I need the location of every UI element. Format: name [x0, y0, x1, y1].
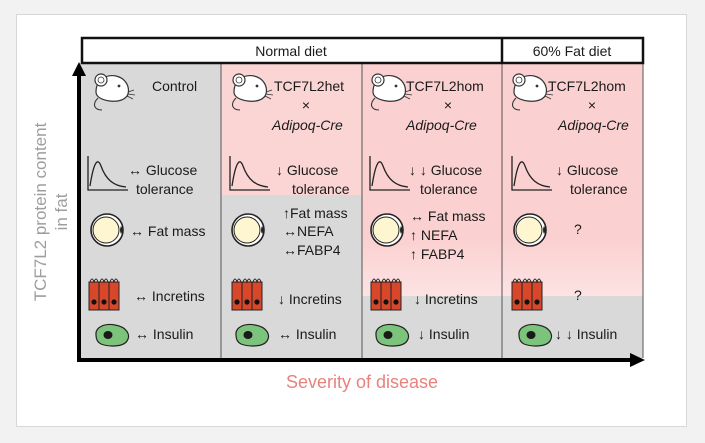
- incretin-cells-icon: [511, 278, 543, 311]
- fat-cell-icon: [231, 213, 265, 247]
- insulin-label: ↓ ↓ Insulin: [555, 326, 617, 342]
- x-axis-label: Severity of disease: [286, 372, 438, 392]
- incretin-cells-icon: [370, 278, 402, 311]
- incretins-label: ↓ Incretins: [414, 291, 478, 307]
- glucose-label: ↓ Glucose: [556, 162, 618, 178]
- cre-label: Adipoq-Cre: [405, 117, 477, 133]
- fat-cell-icon: [513, 213, 547, 247]
- cross-symbol: ×: [444, 97, 452, 113]
- fat-pink-bg: [502, 63, 643, 296]
- cross-symbol: ×: [302, 97, 310, 113]
- incretins-label: ↔ Incretins: [134, 288, 205, 304]
- fat-label-1: ↔ Fat mass: [410, 208, 485, 224]
- glucose-label: ↔ Glucose: [128, 162, 197, 178]
- glucose-label: ↓ ↓ Glucose: [409, 162, 482, 178]
- header-normal-diet: Normal diet: [255, 43, 327, 59]
- fat-label-3: ↑ FABP4: [410, 246, 465, 262]
- glucose-label: ↓ Glucose: [276, 162, 338, 178]
- header-fat-diet: 60% Fat diet: [533, 43, 612, 59]
- fat-label: ↔ Fat mass: [130, 223, 205, 239]
- x-axis-arrowhead: [630, 353, 645, 367]
- insulin-label: ↔ Insulin: [135, 326, 193, 342]
- glucose-label-2: tolerance: [292, 181, 350, 197]
- fat-label: ?: [574, 221, 582, 237]
- glucose-label-2: tolerance: [136, 181, 194, 197]
- col-title: TCF7L2hom: [548, 78, 626, 94]
- control-panel-bg: [80, 63, 221, 358]
- incretins-label: ↓ Incretins: [278, 291, 342, 307]
- glucose-label-2: tolerance: [570, 181, 628, 197]
- incretin-cells-icon: [88, 278, 120, 311]
- insulin-label: ↔ Insulin: [278, 326, 336, 342]
- fat-cell-icon: [370, 213, 404, 247]
- col-title: Control: [152, 78, 197, 94]
- y-axis-arrowhead: [72, 62, 86, 76]
- column-hom-normal: TCF7L2hom × Adipoq-Cre ↓ ↓ Glucose toler…: [369, 73, 485, 347]
- hom-pink-bg: [362, 63, 502, 296]
- y-axis-label-line2: in fat: [52, 193, 71, 230]
- cre-label: Adipoq-Cre: [271, 117, 343, 133]
- column-hom-fat: TCF7L2hom × Adipoq-Cre ↓ Glucose toleran…: [511, 73, 629, 347]
- cross-symbol: ×: [588, 97, 596, 113]
- beta-cell-icon: [95, 323, 130, 347]
- incretins-label: ?: [574, 287, 582, 303]
- y-axis-label-line1: TCF7L2 protein content: [31, 122, 50, 301]
- beta-cell-icon: [375, 323, 410, 347]
- fat-label-2: ↑ NEFA: [410, 227, 458, 243]
- column-het: TCF7L2het × Adipoq-Cre ↓ Glucose toleran…: [229, 73, 350, 347]
- col-title: TCF7L2hom: [406, 78, 484, 94]
- glucose-label-2: tolerance: [420, 181, 478, 197]
- fat-label-2: ↔NEFA: [283, 223, 334, 239]
- beta-cell-icon: [235, 323, 270, 347]
- fat-label-3: ↔FABP4: [283, 242, 341, 258]
- beta-cell-icon: [518, 323, 553, 347]
- incretin-cells-icon: [231, 278, 263, 311]
- column-control: Control ↔ Glucose tolerance ↔ Fat mass ↔…: [87, 73, 205, 347]
- header-bar: [80, 36, 645, 65]
- fat-cell-icon: [90, 213, 124, 247]
- cre-label: Adipoq-Cre: [557, 117, 629, 133]
- fat-label-1: ↑Fat mass: [283, 205, 348, 221]
- insulin-label: ↓ Insulin: [418, 326, 469, 342]
- col-title: TCF7L2het: [274, 78, 344, 94]
